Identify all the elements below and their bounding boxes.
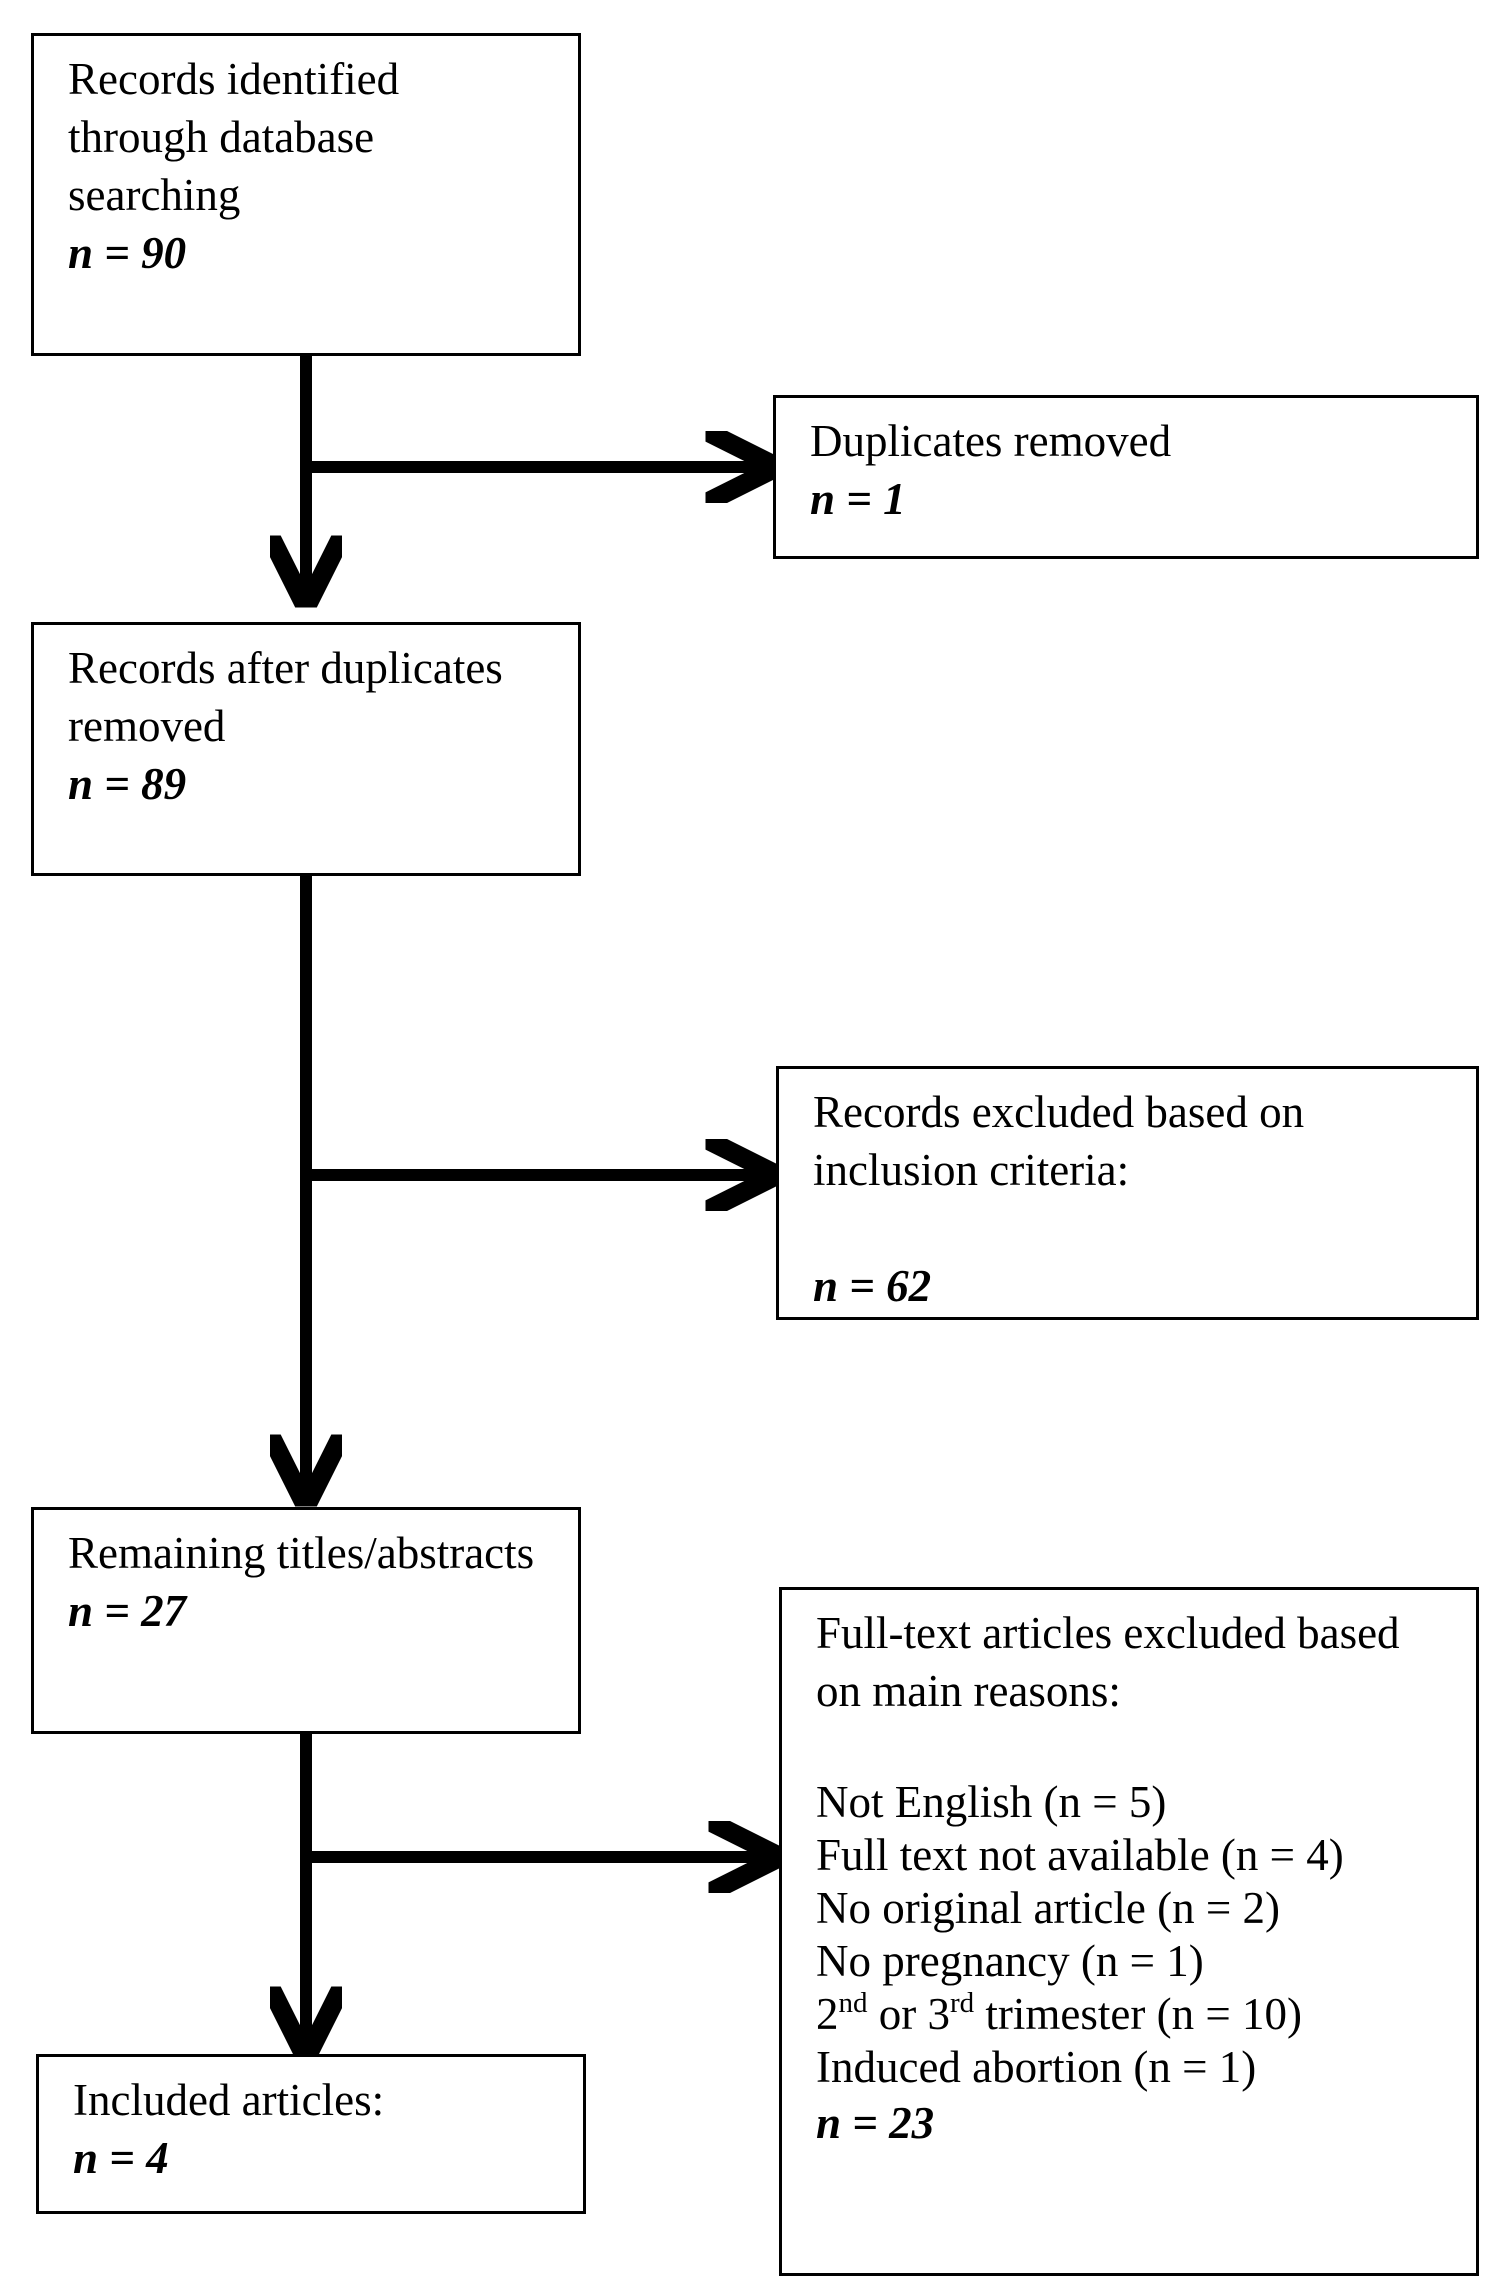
records-identified-line-2: through database	[68, 112, 375, 162]
records-after-duplicates-count: n = 89	[68, 759, 187, 809]
records-excluded-inclusion-line-1: Records excluded based on	[813, 1087, 1305, 1137]
records-identified-line-3: searching	[68, 170, 241, 220]
exclusion-reason-not-english: Not English (n = 5)	[816, 1777, 1167, 1827]
included-articles-box: Included articles: n = 4	[36, 2054, 586, 2214]
records-excluded-inclusion-count: n = 62	[813, 1261, 932, 1311]
records-identified-line-1: Records identified	[68, 54, 400, 104]
fulltext-excluded-line-2: on main reasons:	[816, 1666, 1121, 1716]
records-excluded-inclusion-box: Records excluded based on inclusion crit…	[776, 1066, 1479, 1320]
remaining-titles-box: Remaining titles/abstracts n = 27	[31, 1507, 581, 1734]
records-after-duplicates-line-1: Records after duplicates	[68, 643, 503, 693]
records-after-duplicates-box: Records after duplicates removed n = 89	[31, 622, 581, 876]
records-identified-box: Records identified through database sear…	[31, 33, 581, 356]
included-articles-line-1: Included articles:	[73, 2075, 385, 2125]
exclusion-reasons-list: Not English (n = 5) Full text not availa…	[816, 1776, 1476, 2094]
duplicates-removed-line-1: Duplicates removed	[810, 416, 1172, 466]
fulltext-excluded-line-1: Full-text articles excluded based	[816, 1608, 1400, 1658]
exclusion-reason-trimester: 2nd or 3rd trimester (n = 10)	[816, 1987, 1302, 2040]
included-articles-count: n = 4	[73, 2133, 169, 2183]
records-identified-count: n = 90	[68, 228, 187, 278]
fulltext-excluded-box: Full-text articles excluded based on mai…	[779, 1587, 1479, 2276]
remaining-titles-line-1: Remaining titles/abstracts	[68, 1528, 535, 1578]
exclusion-reason-no-pregnancy: No pregnancy (n = 1)	[816, 1936, 1204, 1986]
exclusion-reason-full-text-unavailable: Full text not available (n = 4)	[816, 1830, 1344, 1880]
exclusion-reason-no-original-article: No original article (n = 2)	[816, 1883, 1280, 1933]
records-excluded-inclusion-line-2: inclusion criteria:	[813, 1145, 1130, 1195]
duplicates-removed-box: Duplicates removed n = 1	[773, 395, 1479, 559]
remaining-titles-count: n = 27	[68, 1586, 187, 1636]
fulltext-excluded-count: n = 23	[816, 2098, 935, 2148]
exclusion-reason-induced-abortion: Induced abortion (n = 1)	[816, 2042, 1257, 2092]
duplicates-removed-count: n = 1	[810, 474, 906, 524]
records-after-duplicates-line-2: removed	[68, 701, 226, 751]
